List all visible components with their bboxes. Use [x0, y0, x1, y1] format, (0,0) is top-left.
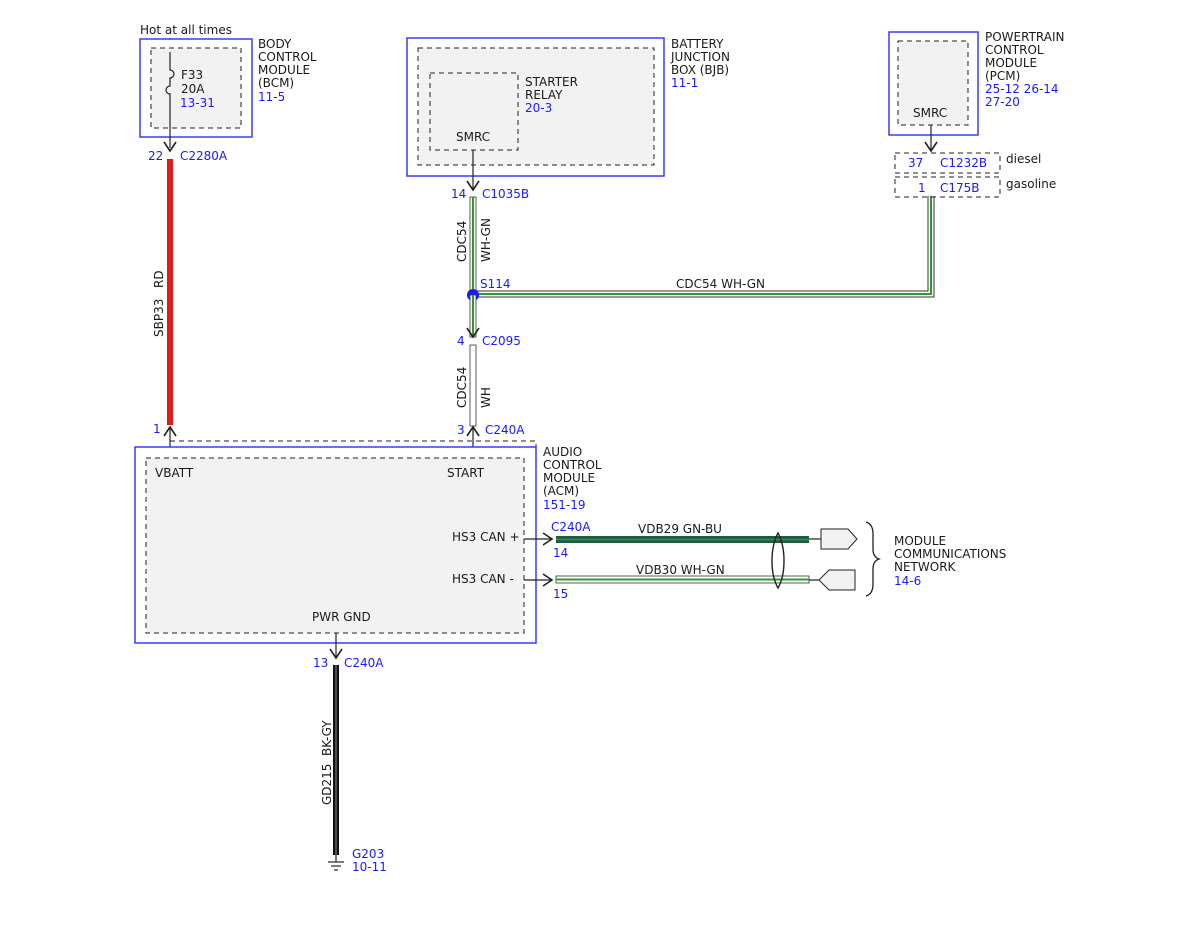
bjb-title-1: BATTERY	[671, 37, 724, 51]
acm-title-3: MODULE	[543, 471, 595, 485]
wire-cdc54-upper-circuit: CDC54	[455, 221, 469, 262]
pcm-diesel-connector[interactable]: C1232B	[940, 156, 987, 170]
pcm-diesel-label: diesel	[1006, 152, 1041, 166]
pcm-title-4: (PCM)	[985, 69, 1020, 83]
can-minus-output-connector-icon	[818, 569, 856, 591]
wire-sbp33-circuit: SBP33	[152, 299, 166, 337]
ground-name[interactable]: G203	[352, 847, 384, 861]
wire-cdc54-horizontal-label: CDC54 WH-GN	[676, 277, 765, 291]
wire-sbp33-rd[interactable]	[167, 159, 173, 425]
fuse-name: F33	[181, 68, 203, 82]
bcm-page-ref[interactable]: 11-5	[258, 90, 285, 104]
bcm-title-3: MODULE	[258, 63, 310, 77]
bjb-title-3: BOX (BJB)	[671, 63, 729, 77]
bjb-connector-arrow-icon	[466, 180, 480, 192]
wire-vdb30-label: VDB30 WH-GN	[636, 563, 725, 577]
wire-cdc54-upper-color: WH-GN	[479, 218, 493, 262]
wire-cdc54-lower-circuit: CDC54	[455, 367, 469, 408]
acm-connector-dashed-outline	[170, 440, 537, 575]
fuse-f33-icon	[165, 52, 175, 148]
pcm-refs-1[interactable]: 25-12 26-14	[985, 82, 1059, 96]
acm-start-pin: 3	[457, 423, 465, 437]
bcm-title-2: CONTROL	[258, 50, 317, 64]
ground-symbol-icon	[328, 855, 344, 871]
starter-relay-ref[interactable]: 20-3	[525, 101, 552, 115]
acm-title-4: (ACM)	[543, 484, 579, 498]
network-title-2: COMMUNICATIONS	[894, 547, 1006, 561]
acm-start-label: START	[447, 466, 485, 480]
network-title-1: MODULE	[894, 534, 946, 548]
acm-can-minus-label: HS3 CAN -	[452, 572, 514, 586]
bcm-connector[interactable]: C2280A	[180, 149, 228, 163]
wire-gd215-bk-gy[interactable]	[333, 665, 339, 855]
pcm-inner-box	[897, 40, 969, 126]
twisted-pair-icon	[771, 531, 785, 590]
acm-title-2: CONTROL	[543, 458, 602, 472]
acm-top-connector[interactable]: C240A	[485, 423, 525, 437]
starter-relay-pin: SMRC	[456, 130, 490, 144]
network-page-ref[interactable]: 14-6	[894, 574, 921, 588]
can-minus-arrow-icon	[542, 573, 554, 587]
can-plus-arrow-icon	[542, 532, 554, 546]
wire-cdc54-lower-color: WH	[479, 387, 493, 408]
pcm-title-2: CONTROL	[985, 43, 1044, 57]
wire-cdc54-wh-gn-horizontal[interactable]	[473, 196, 935, 298]
fuse-rating: 20A	[181, 82, 205, 96]
wire-cdc54-wh-gn-upper[interactable]	[469, 196, 477, 295]
c2095-pin: 4	[457, 334, 465, 348]
wire-gd215-color: BK-GY	[320, 720, 334, 756]
can-minus-pin: 15	[553, 587, 568, 601]
pcm-gasoline-label: gasoline	[1006, 177, 1056, 191]
acm-pwr-gnd-label: PWR GND	[312, 610, 371, 624]
bcm-title-1: BODY	[258, 37, 292, 51]
pcm-pin-name: SMRC	[913, 106, 947, 120]
gnd-pin: 13	[313, 656, 328, 670]
wire-sbp33-color: RD	[152, 270, 166, 288]
network-title-3: NETWORK	[894, 560, 957, 574]
bjb-pin: 14	[451, 187, 466, 201]
bcm-pin: 22	[148, 149, 163, 163]
wire-vdb30-wh-gn[interactable]	[555, 575, 810, 584]
wire-vdb29-gn-bu[interactable]	[556, 536, 809, 543]
bcm-connector-arrow-icon	[163, 141, 177, 153]
can-plus-output-connector-icon	[820, 528, 858, 550]
bjb-connector[interactable]: C1035B	[482, 187, 529, 201]
gnd-connector[interactable]: C240A	[344, 656, 384, 670]
bcm-power-label: Hot at all times	[140, 23, 232, 37]
network-brace-icon	[865, 521, 882, 597]
pcm-title-1: POWERTRAIN	[985, 30, 1065, 44]
pcm-title-3: MODULE	[985, 56, 1037, 70]
wire-cdc54-wh-gn-mid[interactable]	[469, 294, 477, 338]
bcm-title-4: (BCM)	[258, 76, 294, 90]
c2095-arrow-icon	[466, 327, 480, 339]
acm-vbatt-label: VBATT	[155, 466, 194, 480]
can-plus-pin: 14	[553, 546, 568, 560]
bjb-page-ref[interactable]: 11-1	[671, 76, 698, 90]
acm-can-plus-label: HS3 CAN +	[452, 530, 520, 544]
bjb-title-2: JUNCTION	[670, 50, 730, 64]
ground-page-ref[interactable]: 10-11	[352, 860, 387, 874]
pcm-diesel-pin: 37	[908, 156, 923, 170]
acm-title-1: AUDIO	[543, 445, 582, 459]
wire-vdb29-label: VDB29 GN-BU	[638, 522, 722, 536]
fuse-ref[interactable]: 13-31	[180, 96, 215, 110]
acm-vbatt-pin: 1	[153, 422, 161, 436]
acm-inner-box	[145, 457, 525, 634]
pcm-gasoline-pin: 1	[918, 181, 926, 195]
pcm-gasoline-connector[interactable]: C175B	[940, 181, 980, 195]
c2095-connector[interactable]: C2095	[482, 334, 521, 348]
pcm-connector-arrow-icon	[924, 141, 938, 153]
pcm-refs-2[interactable]: 27-20	[985, 95, 1020, 109]
starter-relay-title-2: RELAY	[525, 88, 563, 102]
starter-relay-title-1: STARTER	[525, 75, 578, 89]
acm-page-ref[interactable]: 151-19	[543, 498, 586, 512]
starter-relay-box	[429, 72, 519, 151]
bjb-inner-box	[417, 47, 655, 166]
can-connector[interactable]: C240A	[551, 520, 591, 534]
wire-cdc54-wh-lower[interactable]	[469, 344, 477, 427]
gnd-connector-arrow-icon	[329, 648, 343, 660]
splice-s114-label[interactable]: S114	[480, 277, 511, 291]
wire-gd215-circuit: GD215	[320, 764, 334, 805]
